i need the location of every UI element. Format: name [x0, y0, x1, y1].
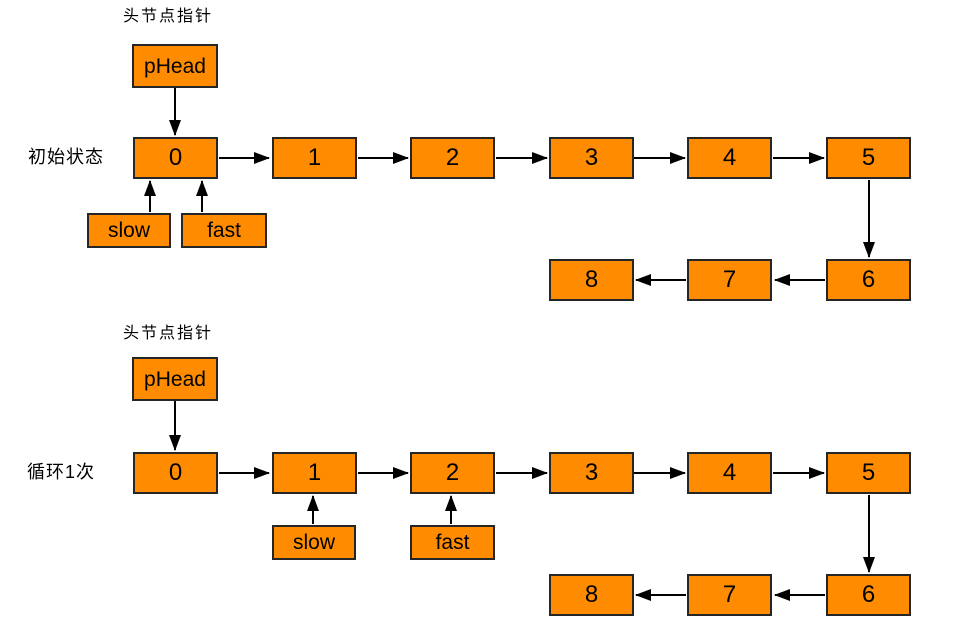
- node-box-2: 2: [410, 452, 495, 494]
- node-box-0: 0: [133, 452, 218, 494]
- node-box-6: 6: [826, 574, 911, 616]
- node-box-1: 1: [272, 137, 357, 179]
- fast-pointer-box: fast: [410, 525, 495, 560]
- state-label: 循环1次: [27, 462, 96, 482]
- phead-box: pHead: [132, 44, 218, 88]
- node-box-5: 5: [826, 137, 911, 179]
- slow-pointer-box: slow: [272, 525, 356, 560]
- fast-pointer-box: fast: [181, 213, 267, 248]
- slow-pointer-box: slow: [87, 213, 171, 248]
- node-box-8: 8: [549, 574, 634, 616]
- node-box-4: 4: [687, 137, 772, 179]
- node-box-6: 6: [826, 259, 911, 301]
- node-box-7: 7: [687, 259, 772, 301]
- node-box-3: 3: [549, 452, 634, 494]
- node-box-1: 1: [272, 452, 357, 494]
- head-pointer-label: 头节点指针: [123, 8, 214, 25]
- node-box-2: 2: [410, 137, 495, 179]
- head-pointer-label: 头节点指针: [123, 325, 214, 342]
- node-box-4: 4: [687, 452, 772, 494]
- phead-box: pHead: [132, 357, 218, 401]
- node-box-3: 3: [549, 137, 634, 179]
- node-box-0: 0: [133, 137, 218, 179]
- node-box-7: 7: [687, 574, 772, 616]
- node-box-5: 5: [826, 452, 911, 494]
- node-box-8: 8: [549, 259, 634, 301]
- state-label: 初始状态: [28, 147, 104, 167]
